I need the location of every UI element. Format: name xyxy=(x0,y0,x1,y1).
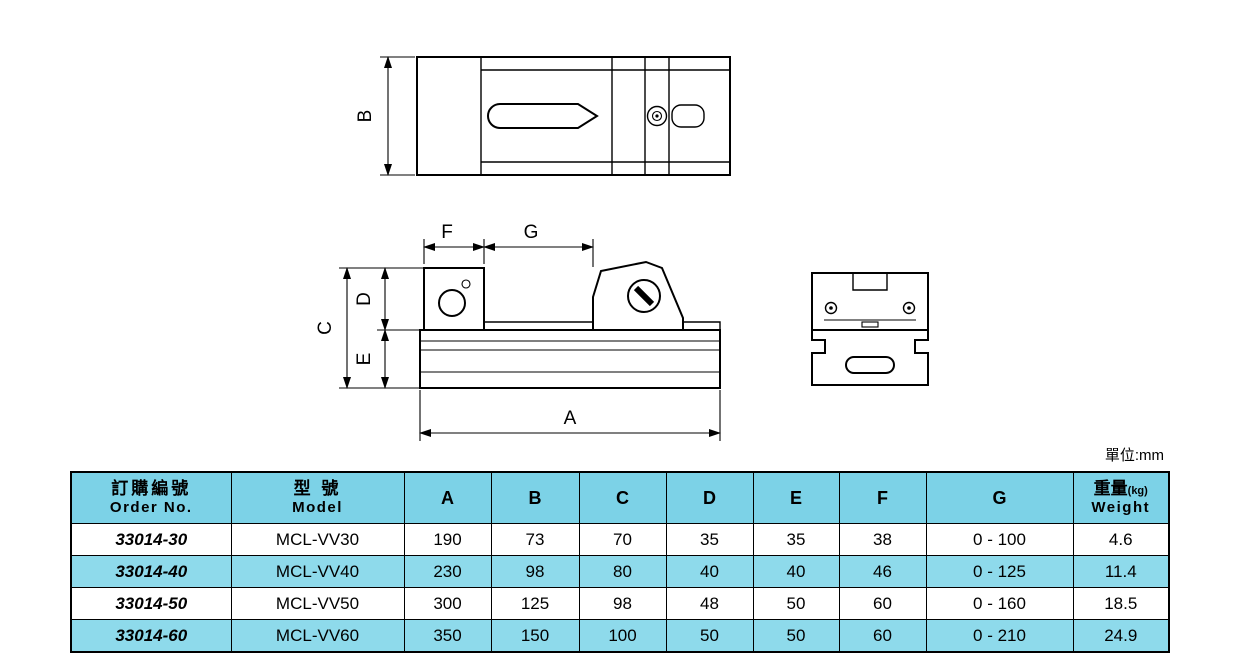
dim-label-f: F xyxy=(441,222,453,243)
top-view-drawing: B xyxy=(355,56,731,176)
cell-dim-d: 40 xyxy=(665,555,754,588)
cell-dim-a: 230 xyxy=(403,555,492,588)
header-order-no: 訂購編號 Order No. xyxy=(70,471,232,524)
dim-d: D xyxy=(354,267,420,331)
dim-f: F xyxy=(423,222,485,264)
cell-model: MCL-VV50 xyxy=(230,587,405,620)
unit-label: 單位:mm xyxy=(1104,447,1164,464)
header-model-en: Model xyxy=(292,499,343,517)
cell-dim-f: 60 xyxy=(838,587,927,620)
cell-dim-a: 350 xyxy=(403,619,492,653)
base-slot xyxy=(845,356,895,374)
clamp-hole xyxy=(438,289,466,317)
cell-dim-g: 0 - 100 xyxy=(925,523,1074,556)
technical-drawings: B F G xyxy=(315,56,929,441)
cell-dim-f: 38 xyxy=(838,523,927,556)
top-notch xyxy=(852,273,888,291)
dim-a: A xyxy=(419,390,721,441)
cell-dim-c: 80 xyxy=(578,555,667,588)
handle-slot xyxy=(671,104,705,128)
cell-dim-f: 46 xyxy=(838,555,927,588)
table-row: 33014-60 MCL-VV60 350 150 100 50 50 60 0… xyxy=(70,619,1170,653)
table-row: 33014-40 MCL-VV40 230 98 80 40 40 46 0 -… xyxy=(70,555,1170,588)
side-view-drawing: F G C D E A xyxy=(315,222,721,441)
cell-dim-b: 98 xyxy=(490,555,580,588)
dim-label-a: A xyxy=(564,408,577,429)
screw-head-top xyxy=(646,105,668,127)
cell-dim-f: 60 xyxy=(838,619,927,653)
end-view-drawing xyxy=(811,272,929,386)
cell-dim-d: 48 xyxy=(665,587,754,620)
header-model-zh: 型 號 xyxy=(293,479,342,498)
cell-dim-c: 98 xyxy=(578,587,667,620)
cell-dim-a: 190 xyxy=(403,523,492,556)
cell-dim-e: 50 xyxy=(752,619,840,653)
dim-label-g: G xyxy=(524,222,539,243)
dim-e: E xyxy=(354,329,389,389)
cell-dim-b: 150 xyxy=(490,619,580,653)
header-dim-a: A xyxy=(403,471,492,524)
header-dim-e: E xyxy=(752,471,840,524)
cell-model: MCL-VV60 xyxy=(230,619,405,653)
header-dim-g: G xyxy=(925,471,1074,524)
cell-model: MCL-VV30 xyxy=(230,523,405,556)
header-order-no-en: Order No. xyxy=(109,499,193,517)
cell-model: MCL-VV40 xyxy=(230,555,405,588)
header-weight-en: Weight xyxy=(1091,499,1151,517)
cell-order-no: 33014-60 xyxy=(70,619,232,653)
dim-label-d: D xyxy=(354,292,375,306)
cell-dim-d: 35 xyxy=(665,523,754,556)
header-dim-f: F xyxy=(838,471,927,524)
table-row: 33014-30 MCL-VV30 190 73 70 35 35 38 0 -… xyxy=(70,523,1170,556)
cell-dim-g: 0 - 160 xyxy=(925,587,1074,620)
cell-weight: 4.6 xyxy=(1072,523,1170,556)
dim-label-c: C xyxy=(315,321,336,335)
header-weight-zh: 重量(kg) xyxy=(1093,479,1148,498)
header-row: 訂購編號 Order No. 型 號 Model A B C D E F G 重… xyxy=(70,471,1170,524)
cell-dim-b: 125 xyxy=(490,587,580,620)
dim-g: G xyxy=(483,222,594,267)
spec-table: 訂購編號 Order No. 型 號 Model A B C D E F G 重… xyxy=(70,471,1170,653)
cell-order-no: 33014-30 xyxy=(70,523,232,556)
cell-dim-e: 35 xyxy=(752,523,840,556)
cell-dim-e: 40 xyxy=(752,555,840,588)
dim-label-b: B xyxy=(355,110,376,123)
cell-dim-g: 0 - 125 xyxy=(925,555,1074,588)
header-order-no-zh: 訂購編號 xyxy=(111,479,192,498)
cell-dim-g: 0 - 210 xyxy=(925,619,1074,653)
cell-dim-b: 73 xyxy=(490,523,580,556)
cell-weight: 18.5 xyxy=(1072,587,1170,620)
vise-base xyxy=(419,329,721,389)
cell-dim-d: 50 xyxy=(665,619,754,653)
cell-dim-e: 50 xyxy=(752,587,840,620)
cell-dim-c: 70 xyxy=(578,523,667,556)
cell-order-no: 33014-40 xyxy=(70,555,232,588)
header-model: 型 號 Model xyxy=(230,471,405,524)
dim-b: B xyxy=(355,56,415,176)
screw-slot xyxy=(487,103,599,129)
dim-label-e: E xyxy=(354,353,375,366)
cell-weight: 24.9 xyxy=(1072,619,1170,653)
cell-order-no: 33014-50 xyxy=(70,587,232,620)
header-dim-d: D xyxy=(665,471,754,524)
header-dim-b: B xyxy=(490,471,580,524)
cell-dim-a: 300 xyxy=(403,587,492,620)
header-dim-c: C xyxy=(578,471,667,524)
table-row: 33014-50 MCL-VV50 300 125 98 48 50 60 0 … xyxy=(70,587,1170,620)
dim-c: C xyxy=(315,267,424,389)
header-weight: 重量(kg) Weight xyxy=(1072,471,1170,524)
cell-dim-c: 100 xyxy=(578,619,667,653)
cell-weight: 11.4 xyxy=(1072,555,1170,588)
